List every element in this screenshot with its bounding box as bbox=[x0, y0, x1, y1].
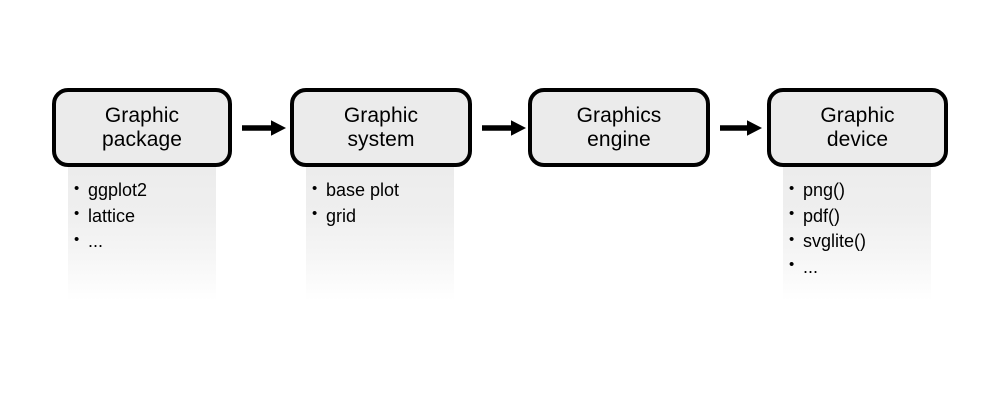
list-item: base plot bbox=[312, 178, 454, 204]
list-item: pdf() bbox=[789, 203, 931, 230]
box-graphic-system[interactable]: Graphic system bbox=[290, 88, 472, 167]
panel-list-graphic-package: ggplot2 lattice ... bbox=[68, 166, 216, 255]
arrow-system-to-engine bbox=[482, 119, 526, 137]
arrow-engine-to-device bbox=[720, 119, 762, 137]
panel-list-graphic-system: base plot grid bbox=[306, 166, 454, 229]
box-label-graphics-engine: Graphics engine bbox=[576, 103, 662, 151]
list-item: ... bbox=[789, 254, 931, 281]
arrow-package-to-system bbox=[242, 119, 286, 137]
list-item: svglite() bbox=[789, 229, 931, 255]
box-graphic-device[interactable]: Graphic device bbox=[767, 88, 948, 167]
box-label-graphic-system: Graphic system bbox=[343, 103, 419, 151]
box-graphic-package[interactable]: Graphic package bbox=[52, 88, 232, 167]
list-item: ... bbox=[74, 229, 216, 255]
box-label-graphic-device: Graphic device bbox=[820, 103, 895, 151]
box-label-graphic-package: Graphic package bbox=[101, 103, 183, 151]
box-graphics-engine[interactable]: Graphics engine bbox=[528, 88, 710, 167]
list-item: ggplot2 bbox=[74, 178, 216, 204]
panel-graphic-package: ggplot2 lattice ... bbox=[68, 166, 216, 301]
list-item: png() bbox=[789, 178, 931, 204]
panel-graphic-system: base plot grid bbox=[306, 166, 454, 301]
panel-list-graphic-device: png() pdf() svglite() ... bbox=[783, 166, 931, 280]
panel-graphic-device: png() pdf() svglite() ... bbox=[783, 166, 931, 301]
list-item: grid bbox=[312, 203, 454, 230]
list-item: lattice bbox=[74, 203, 216, 230]
